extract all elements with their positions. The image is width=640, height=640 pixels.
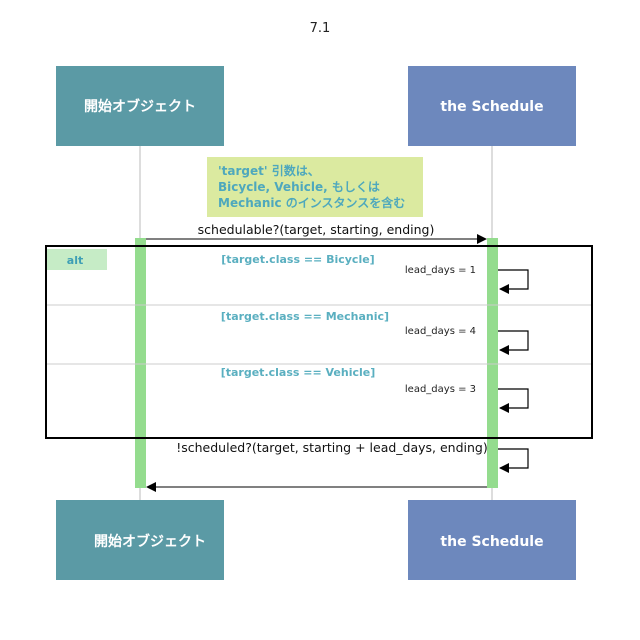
action-lead-days-1: lead_days = 1: [405, 265, 476, 276]
guard-vehicle: [target.class == Vehicle]: [221, 366, 376, 379]
message-scheduled-label: !scheduled?(target, starting + lead_days…: [176, 440, 488, 455]
actor-schedule-bottom: [408, 500, 576, 580]
actor-start-object-bottom: [56, 500, 224, 580]
activation-bar-start-object: [135, 238, 146, 488]
guard-mechanic: [target.class == Mechanic]: [221, 310, 389, 323]
activation-bar-schedule: [487, 238, 498, 488]
actor-schedule-top-label: the Schedule: [440, 99, 543, 115]
self-message-arrow: [498, 388, 529, 413]
note-line-2: Bicycle, Vehicle, もしくは: [218, 180, 380, 194]
actor-start-object-top: [56, 66, 224, 146]
alt-frame-tag: [47, 249, 107, 270]
note-box: [207, 157, 423, 217]
note-line-3: Mechanic のインスタンスを含む: [218, 195, 405, 210]
guard-bicycle: [target.class == Bicycle]: [221, 253, 374, 266]
actor-schedule-top: [408, 66, 576, 146]
actor-schedule-bottom-label: the Schedule: [440, 534, 543, 550]
message-schedulable-label: schedulable?(target, starting, ending): [198, 222, 435, 237]
action-lead-days-3: lead_days = 3: [405, 384, 476, 395]
alt-frame: [45, 245, 593, 439]
note-line-1: 'target' 引数は、: [218, 163, 320, 178]
self-message-arrow: [498, 269, 529, 294]
self-message-scheduled-arrow: [498, 448, 529, 473]
self-message-arrow: [498, 330, 529, 355]
alt-frame-label: alt: [67, 254, 83, 267]
action-lead-days-4: lead_days = 4: [405, 326, 476, 337]
actor-start-object-top-label: 開始オブジェクト: [84, 98, 196, 115]
actor-start-object-bottom-label: 開始オブジェクト: [94, 533, 206, 550]
diagram-title: 7.1: [310, 21, 331, 36]
